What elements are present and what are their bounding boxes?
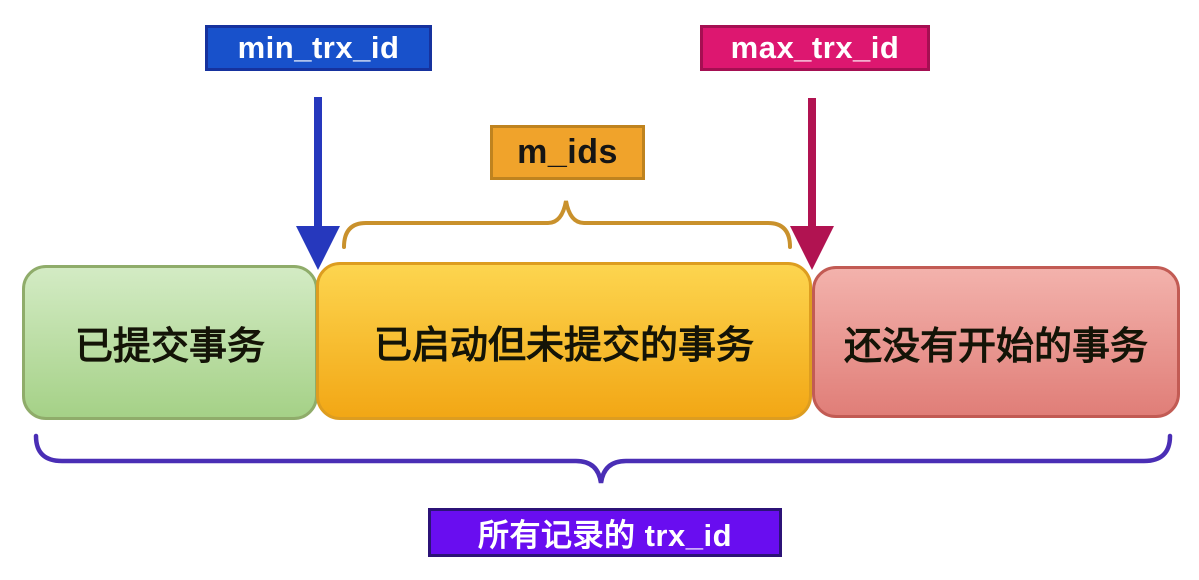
max-trx-arrow-icon: [790, 98, 834, 270]
min-trx-arrow-icon: [296, 97, 340, 270]
all-records-trx-id-label: 所有记录的 trx_id: [428, 508, 782, 557]
m-ids-brace-icon: [342, 200, 792, 249]
active-uncommitted-transactions-box: 已启动但未提交的事务: [316, 262, 812, 420]
max-trx-id-label: max_trx_id: [700, 25, 930, 71]
m-ids-label: m_ids: [490, 125, 645, 180]
not-started-transactions-box: 还没有开始的事务: [812, 266, 1180, 418]
min-trx-id-label: min_trx_id: [205, 25, 432, 71]
committed-transactions-box: 已提交事务: [22, 265, 318, 420]
all-records-brace-icon: [33, 433, 1173, 484]
